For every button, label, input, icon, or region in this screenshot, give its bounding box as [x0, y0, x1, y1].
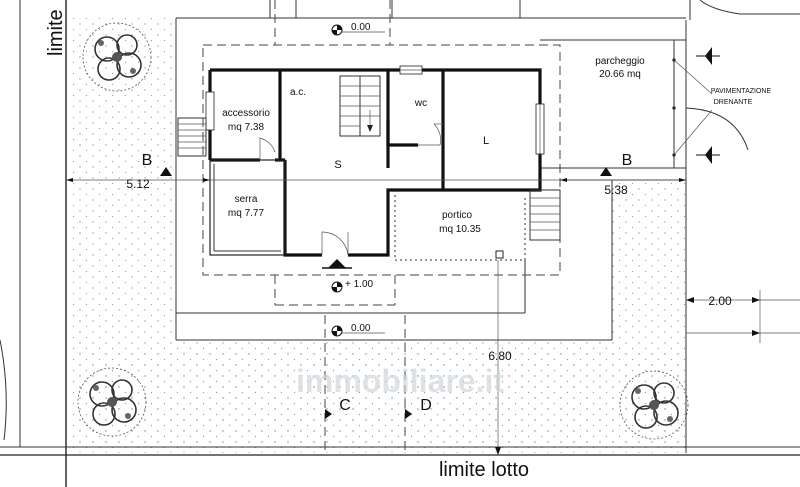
outdoor-stairs-left — [177, 117, 207, 157]
tree-icon — [82, 22, 152, 92]
tree-icon — [77, 367, 147, 437]
parking-arrow-icon — [696, 47, 720, 164]
parcheggio-label: parcheggio — [595, 56, 645, 67]
parcheggio-area: 20.66 mq — [599, 69, 641, 80]
dim-bottom: 6.80 — [488, 349, 512, 363]
portico-label: portico — [442, 210, 472, 221]
level-top-label: 0.00 — [351, 22, 371, 33]
section-b-right: B — [622, 152, 633, 169]
watermark: immobiliare.it — [296, 363, 504, 399]
portico-outline — [394, 190, 526, 261]
dim-side: 2.00 — [708, 294, 732, 308]
level-bottom-label: 0.00 — [351, 323, 371, 334]
door-swing-icon — [259, 123, 443, 256]
entrance-marker — [328, 259, 346, 268]
ac-label: a.c. — [290, 87, 306, 98]
top-fence — [269, 0, 521, 18]
portico-area: mq 10.35 — [439, 224, 481, 235]
wc-label: wc — [414, 98, 427, 109]
roof-outline — [202, 0, 561, 450]
dim-right: 5.38 — [604, 183, 628, 197]
section-arrow-icon — [405, 409, 412, 419]
section-arrow-icon — [600, 167, 612, 176]
stair-icon — [339, 75, 381, 137]
s-label: S — [334, 159, 341, 171]
accessorio-label: accessorio — [222, 108, 270, 119]
limite-label: limite — [45, 9, 67, 56]
section-c: C — [339, 397, 351, 414]
drenante-label: DRENANTE — [714, 99, 753, 106]
l-label: L — [483, 135, 489, 147]
section-arrow-icon — [160, 167, 172, 176]
pavimentazione-label: PAVIMENTAZIONE — [711, 88, 772, 95]
windows — [205, 65, 545, 155]
outdoor-stairs-right — [529, 189, 561, 241]
section-arrow-icon — [325, 409, 332, 419]
section-b-left: B — [142, 152, 153, 169]
level-entry-label: + 1.00 — [345, 279, 374, 290]
section-line-b — [66, 167, 686, 182]
serra-label: serra — [235, 194, 258, 205]
dim-left: 5.12 — [126, 177, 150, 191]
limite-lotto-label: limite lotto — [439, 459, 529, 481]
serra-area: mq 7.77 — [228, 208, 265, 219]
garden-area — [68, 18, 686, 453]
dimension-lines — [495, 260, 800, 455]
tree-icon — [619, 370, 689, 440]
level-marker-icon — [331, 24, 385, 337]
accessorio-area: mq 7.38 — [228, 122, 265, 133]
section-d: D — [420, 397, 432, 414]
building-walls — [208, 68, 542, 257]
